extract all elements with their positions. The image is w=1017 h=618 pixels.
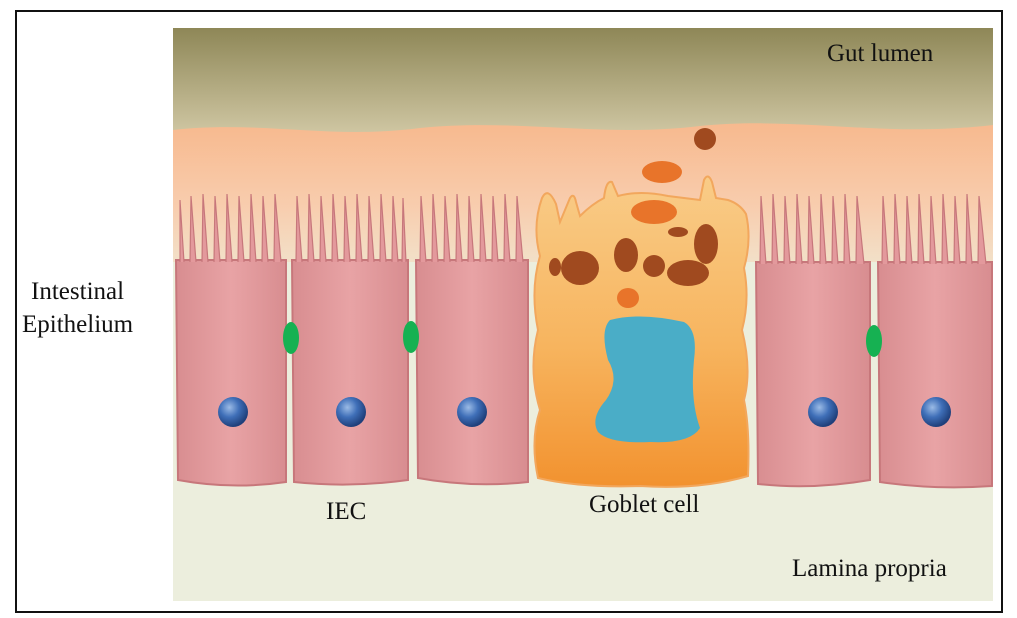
tight-junction-1 bbox=[283, 322, 299, 354]
iec-nucleus-1 bbox=[218, 397, 248, 427]
granule bbox=[642, 161, 682, 183]
iec-nucleus-2 bbox=[336, 397, 366, 427]
gut-lumen-label: Gut lumen bbox=[827, 40, 934, 67]
mucin-granules bbox=[549, 128, 718, 308]
granule bbox=[694, 128, 716, 150]
granule bbox=[561, 251, 599, 285]
iec-cell-1 bbox=[174, 193, 287, 487]
granule bbox=[694, 224, 718, 264]
intestinal-epithelium-label-line2: Epithelium bbox=[22, 310, 134, 338]
iec-cell-2 bbox=[290, 193, 409, 486]
granule bbox=[668, 227, 688, 237]
iec-nucleus-3 bbox=[457, 397, 487, 427]
intestinal-epithelium-label-line1: Intestinal bbox=[31, 278, 125, 305]
granule bbox=[643, 255, 665, 277]
goblet-nucleus bbox=[595, 316, 700, 443]
granule bbox=[667, 260, 709, 286]
tight-junction-3 bbox=[866, 325, 882, 357]
iec-cell-5 bbox=[876, 193, 993, 489]
tight-junction-2 bbox=[403, 321, 419, 353]
granule bbox=[614, 238, 638, 272]
granule bbox=[617, 288, 639, 308]
granule bbox=[631, 200, 677, 224]
intestinal-epithelium-label: Intestinal Epithelium bbox=[22, 276, 133, 341]
iec-cell-4 bbox=[754, 193, 871, 488]
iec-label: IEC bbox=[326, 498, 367, 525]
iec-nucleus-5 bbox=[921, 397, 951, 427]
iec-cell-3 bbox=[414, 193, 529, 486]
lamina-propria-label: Lamina propria bbox=[792, 555, 947, 582]
mucus-layer bbox=[173, 123, 993, 262]
granule bbox=[549, 258, 561, 276]
iec-nucleus-4 bbox=[808, 397, 838, 427]
goblet-cell-label: Goblet cell bbox=[589, 491, 700, 518]
